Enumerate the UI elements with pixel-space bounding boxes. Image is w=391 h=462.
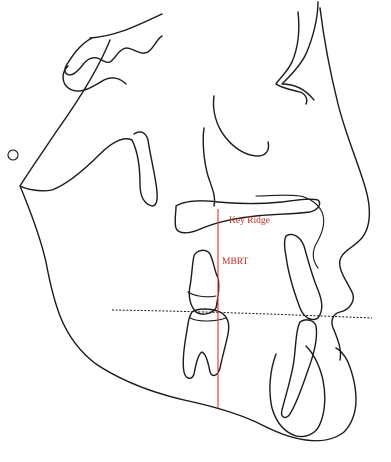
ear-rod-marker	[8, 150, 18, 160]
mandible-outline	[20, 186, 356, 441]
upper-molar-crown	[188, 292, 216, 297]
posterior-cranium-outline	[20, 40, 132, 191]
anterior-nasal-spine	[256, 195, 324, 268]
cranial-base-outline	[65, 14, 162, 75]
lower-molar-crown	[190, 318, 226, 321]
mbrt-label: MBRT	[222, 257, 249, 267]
upper-incisor-outline	[285, 234, 322, 319]
occlusal-plane-line	[112, 310, 372, 318]
sella-outline	[63, 66, 126, 91]
symphysis-outline	[270, 346, 325, 437]
coronoid-process-outline	[132, 132, 157, 206]
nasal-bone-outline	[282, 2, 318, 100]
orbit-outline	[214, 96, 269, 156]
ptm-fissure-outline	[203, 128, 214, 206]
soft-tissue-profile	[320, 8, 369, 360]
lower-incisor-outline	[282, 320, 317, 418]
upper-molar-outline	[189, 250, 219, 314]
key-ridge-label: Key Ridge	[229, 216, 270, 226]
